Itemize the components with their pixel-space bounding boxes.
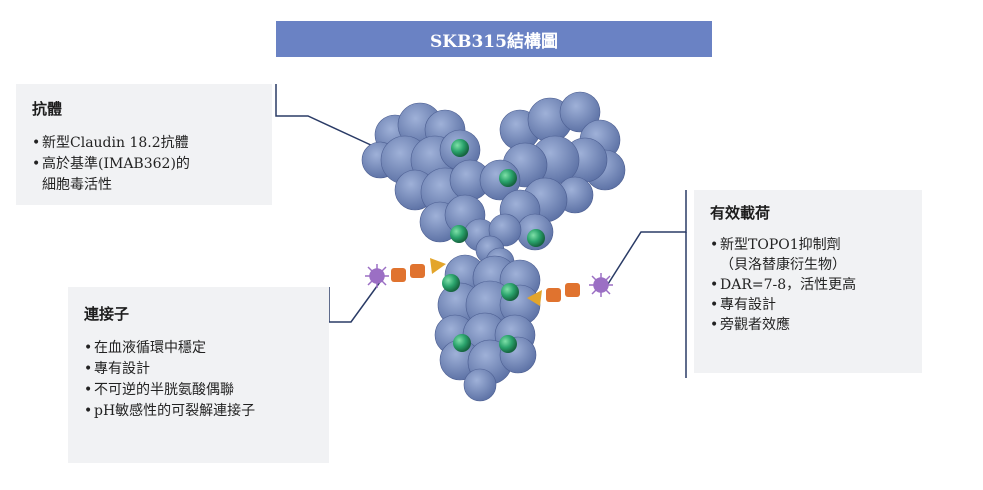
antibody-heading: 抗體 bbox=[32, 100, 63, 118]
linker-heading: 連接子 bbox=[84, 305, 130, 323]
payload-connector-line bbox=[607, 190, 687, 285]
list-item: pH敏感性的可裂解連接子 bbox=[84, 401, 313, 422]
linker-chain-right bbox=[527, 273, 613, 306]
linker-anchor bbox=[527, 290, 542, 306]
payload-sphere bbox=[453, 334, 471, 352]
payload-info-box: 有效載荷 新型TOPO1抑制劑（貝洛替康衍生物） DAR=7-8，活性更高 專有… bbox=[694, 190, 922, 373]
linker-connector-line bbox=[328, 281, 381, 323]
payload-sphere bbox=[451, 139, 469, 157]
linker-segment bbox=[565, 283, 580, 297]
payload-sphere bbox=[499, 169, 517, 187]
list-item: 專有設計 bbox=[710, 295, 906, 315]
diagram-title-text: SKB315結構圖 bbox=[430, 31, 558, 52]
drug-molecule-icon bbox=[589, 273, 613, 297]
list-item: 旁觀者效應 bbox=[710, 315, 906, 335]
drug-molecule-icon bbox=[365, 264, 389, 288]
payload-spheres bbox=[442, 139, 545, 353]
list-item: 不可逆的半胱氨酸偶聯 bbox=[84, 380, 313, 401]
list-item: 新型Claudin 18.2抗體 bbox=[32, 133, 256, 154]
payload-sphere bbox=[501, 283, 519, 301]
payload-sphere bbox=[442, 274, 460, 292]
linker-segment bbox=[410, 264, 425, 278]
linker-segment bbox=[546, 288, 561, 302]
list-item: 在血液循環中穩定 bbox=[84, 338, 313, 359]
payload-heading: 有效載荷 bbox=[710, 204, 771, 222]
payload-sphere bbox=[527, 229, 545, 247]
list-item: DAR=7-8，活性更高 bbox=[710, 275, 906, 295]
payload-list: 新型TOPO1抑制劑（貝洛替康衍生物） DAR=7-8，活性更高 專有設計 旁觀… bbox=[710, 235, 906, 335]
payload-sphere bbox=[499, 335, 517, 353]
list-item: 專有設計 bbox=[84, 359, 313, 380]
linker-anchor bbox=[430, 258, 446, 274]
linker-chain-left bbox=[365, 258, 446, 288]
list-item: 新型TOPO1抑制劑（貝洛替康衍生物） bbox=[710, 235, 906, 275]
linker-segment bbox=[391, 268, 406, 282]
linker-info-box: 連接子 在血液循環中穩定 專有設計 不可逆的半胱氨酸偶聯 pH敏感性的可裂解連接… bbox=[68, 287, 329, 463]
payload-sphere bbox=[450, 225, 468, 243]
linker-list: 在血液循環中穩定 專有設計 不可逆的半胱氨酸偶聯 pH敏感性的可裂解連接子 bbox=[84, 338, 313, 422]
antibody-body bbox=[361, 91, 626, 402]
diagram-title: SKB315結構圖 bbox=[276, 21, 712, 57]
antibody-connector-line bbox=[275, 84, 374, 147]
